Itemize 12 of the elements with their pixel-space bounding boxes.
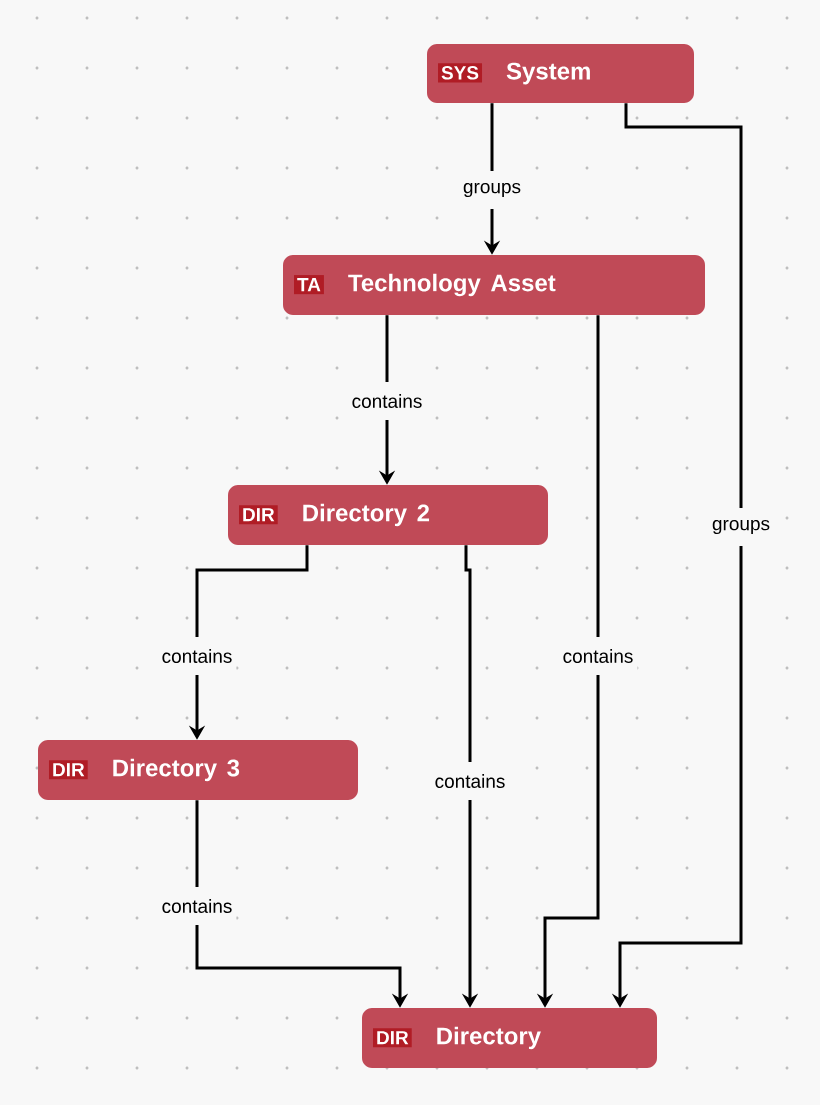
edge-label: contains xyxy=(347,382,427,420)
node-box: TA Technology Asset xyxy=(283,255,705,315)
edge-label: groups xyxy=(458,170,526,210)
node-box: DIR Directory 2 xyxy=(228,485,548,545)
node-box: DIR Directory xyxy=(362,1008,657,1068)
edge-label: contains xyxy=(157,637,237,675)
edge-label: contains xyxy=(558,637,638,675)
edge-label: contains xyxy=(157,887,237,925)
node-box: SYS System xyxy=(427,44,694,103)
edge-label: groups xyxy=(707,507,775,547)
edge-label: contains xyxy=(430,762,510,800)
node-box: DIR Directory 3 xyxy=(38,740,358,800)
